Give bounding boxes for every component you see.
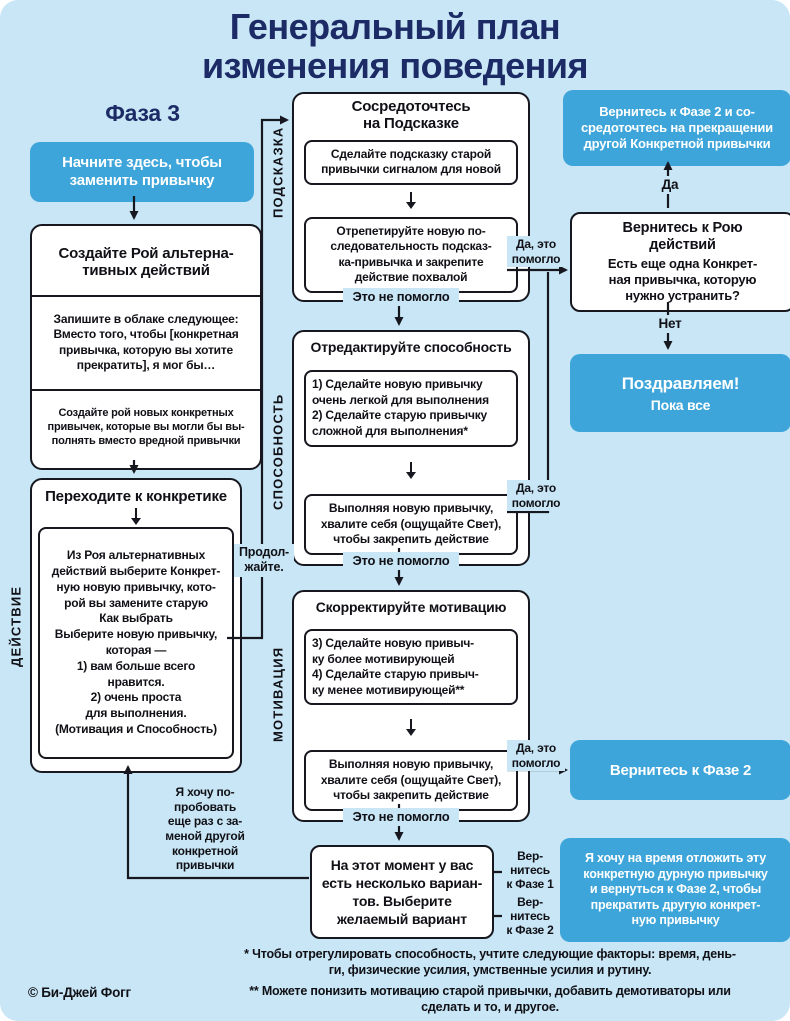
lane-label-prompt: ПОДСКАЗКА: [270, 126, 286, 218]
node-options: На этот момент у вас есть несколько вари…: [310, 845, 494, 939]
down-arrow-icon: [304, 192, 518, 210]
node-phase2-mid: Вернитесь к Фазе 2: [570, 740, 790, 800]
node-motivation-header: Скорректируйте мотивацию: [315, 599, 507, 615]
edge-label-yes-helped-3: Да, это помогло: [507, 740, 565, 772]
node-prompt: Сосредоточтесь на Подсказке Сделайте под…: [292, 92, 530, 302]
edge-label-yes: Да: [650, 176, 690, 195]
node-start: Начните здесь, чтобы заменить привычку: [30, 142, 254, 202]
edge-label-not-helped-3: Это не помогло: [343, 808, 459, 826]
node-specifics: Переходите к конкретике Из Роя альтернат…: [30, 478, 242, 773]
node-prompt-header: Сосредоточтесь на Подсказке: [351, 98, 471, 132]
node-swarm-header: Создайте Рой альтерна- тивных действий: [58, 245, 234, 280]
node-ability: Отредактируйте способность 1) Сделайте н…: [292, 330, 530, 566]
node-phase2-top: Вернитесь к Фазе 2 и со- средоточтесь на…: [563, 90, 790, 166]
node-swarm-body2: Создайте рой новых конкретных привычек, …: [47, 406, 245, 448]
node-prompt-step2: Отрепетируйте новую по- следовательность…: [304, 216, 518, 293]
copyright: © Би-Джей Фогг: [28, 985, 131, 1000]
edge-label-yes-helped-1: Да, это помогло: [507, 236, 565, 268]
node-congrats-title: Поздравляем!: [621, 373, 740, 393]
edge-label-yes-helped-2: Да, это помогло: [507, 480, 565, 512]
node-ability-step1: 1) Сделайте новую привычку очень легкой …: [304, 370, 518, 447]
down-arrow-icon: [304, 719, 518, 737]
node-revisit-header: Вернитесь к Рою действий: [622, 220, 743, 254]
node-prompt-step1: Сделайте подсказку старой привычки сигна…: [304, 139, 518, 186]
edge-label-not-helped-1: Это не помогло: [343, 288, 459, 306]
edge-label-to-phase1: Вер- нитесь к Фазе 1: [502, 849, 558, 893]
node-swarm-body1: Запишите в облаке следующее: Вместо того…: [53, 312, 239, 373]
node-postpone: Я хочу на время отложить эту конкретную …: [560, 838, 790, 942]
footnote-ability: * Чтобы отрегулировать способность, учти…: [244, 947, 736, 977]
node-congrats-subtitle: Пока все: [650, 396, 711, 413]
lane-label-action: ДЕЙСТВИЕ: [8, 585, 24, 667]
node-motivation-step1: 3) Сделайте новую привыч- ку более мотив…: [304, 628, 518, 706]
node-congrats: Поздравляем! Пока все: [570, 354, 790, 432]
node-specifics-header: Переходите к конкретике: [45, 488, 227, 505]
node-motivation: Скорректируйте мотивацию 3) Сделайте нов…: [292, 590, 530, 822]
node-motivation-step2: Выполняя новую привычку, хвалите себя (о…: [304, 750, 518, 811]
node-revisit-body: Есть еще одна Конкрет- ная привычка, кот…: [607, 256, 758, 303]
node-ability-step2: Выполняя новую привычку, хвалите себя (о…: [304, 494, 518, 555]
footnote-motivation: ** Можете понизить мотивацию старой прив…: [249, 984, 731, 1014]
node-ability-header: Отредактируйте способность: [310, 339, 512, 355]
down-arrow-icon: [304, 461, 518, 479]
edge-label-to-phase2: Вер- нитесь к Фазе 2: [502, 895, 558, 939]
page-title: Генеральный план изменения поведения: [201, 6, 589, 86]
lane-label-motivation: МОТИВАЦИЯ: [270, 646, 286, 742]
edge-label-try-again: Я хочу по- пробовать еще раз с за- меной…: [165, 785, 245, 873]
phase-label: Фаза 3: [105, 100, 180, 126]
node-swarm: Создайте Рой альтерна- тивных действий З…: [30, 224, 262, 470]
divider: [32, 388, 260, 391]
edge-label-not-helped-2: Это не помогло: [343, 552, 459, 570]
node-revisit: Вернитесь к Рою действий Есть еще одна К…: [570, 212, 790, 312]
edge-label-no: Нет: [650, 315, 690, 334]
down-arrow-icon: [32, 508, 240, 525]
divider: [32, 294, 260, 297]
edge-label-continue: Продол- жайте.: [234, 544, 294, 577]
lane-label-ability: СПОСОБНОСТЬ: [270, 393, 286, 511]
node-specifics-body: Из Роя альтернативных действий выберите …: [38, 527, 234, 759]
